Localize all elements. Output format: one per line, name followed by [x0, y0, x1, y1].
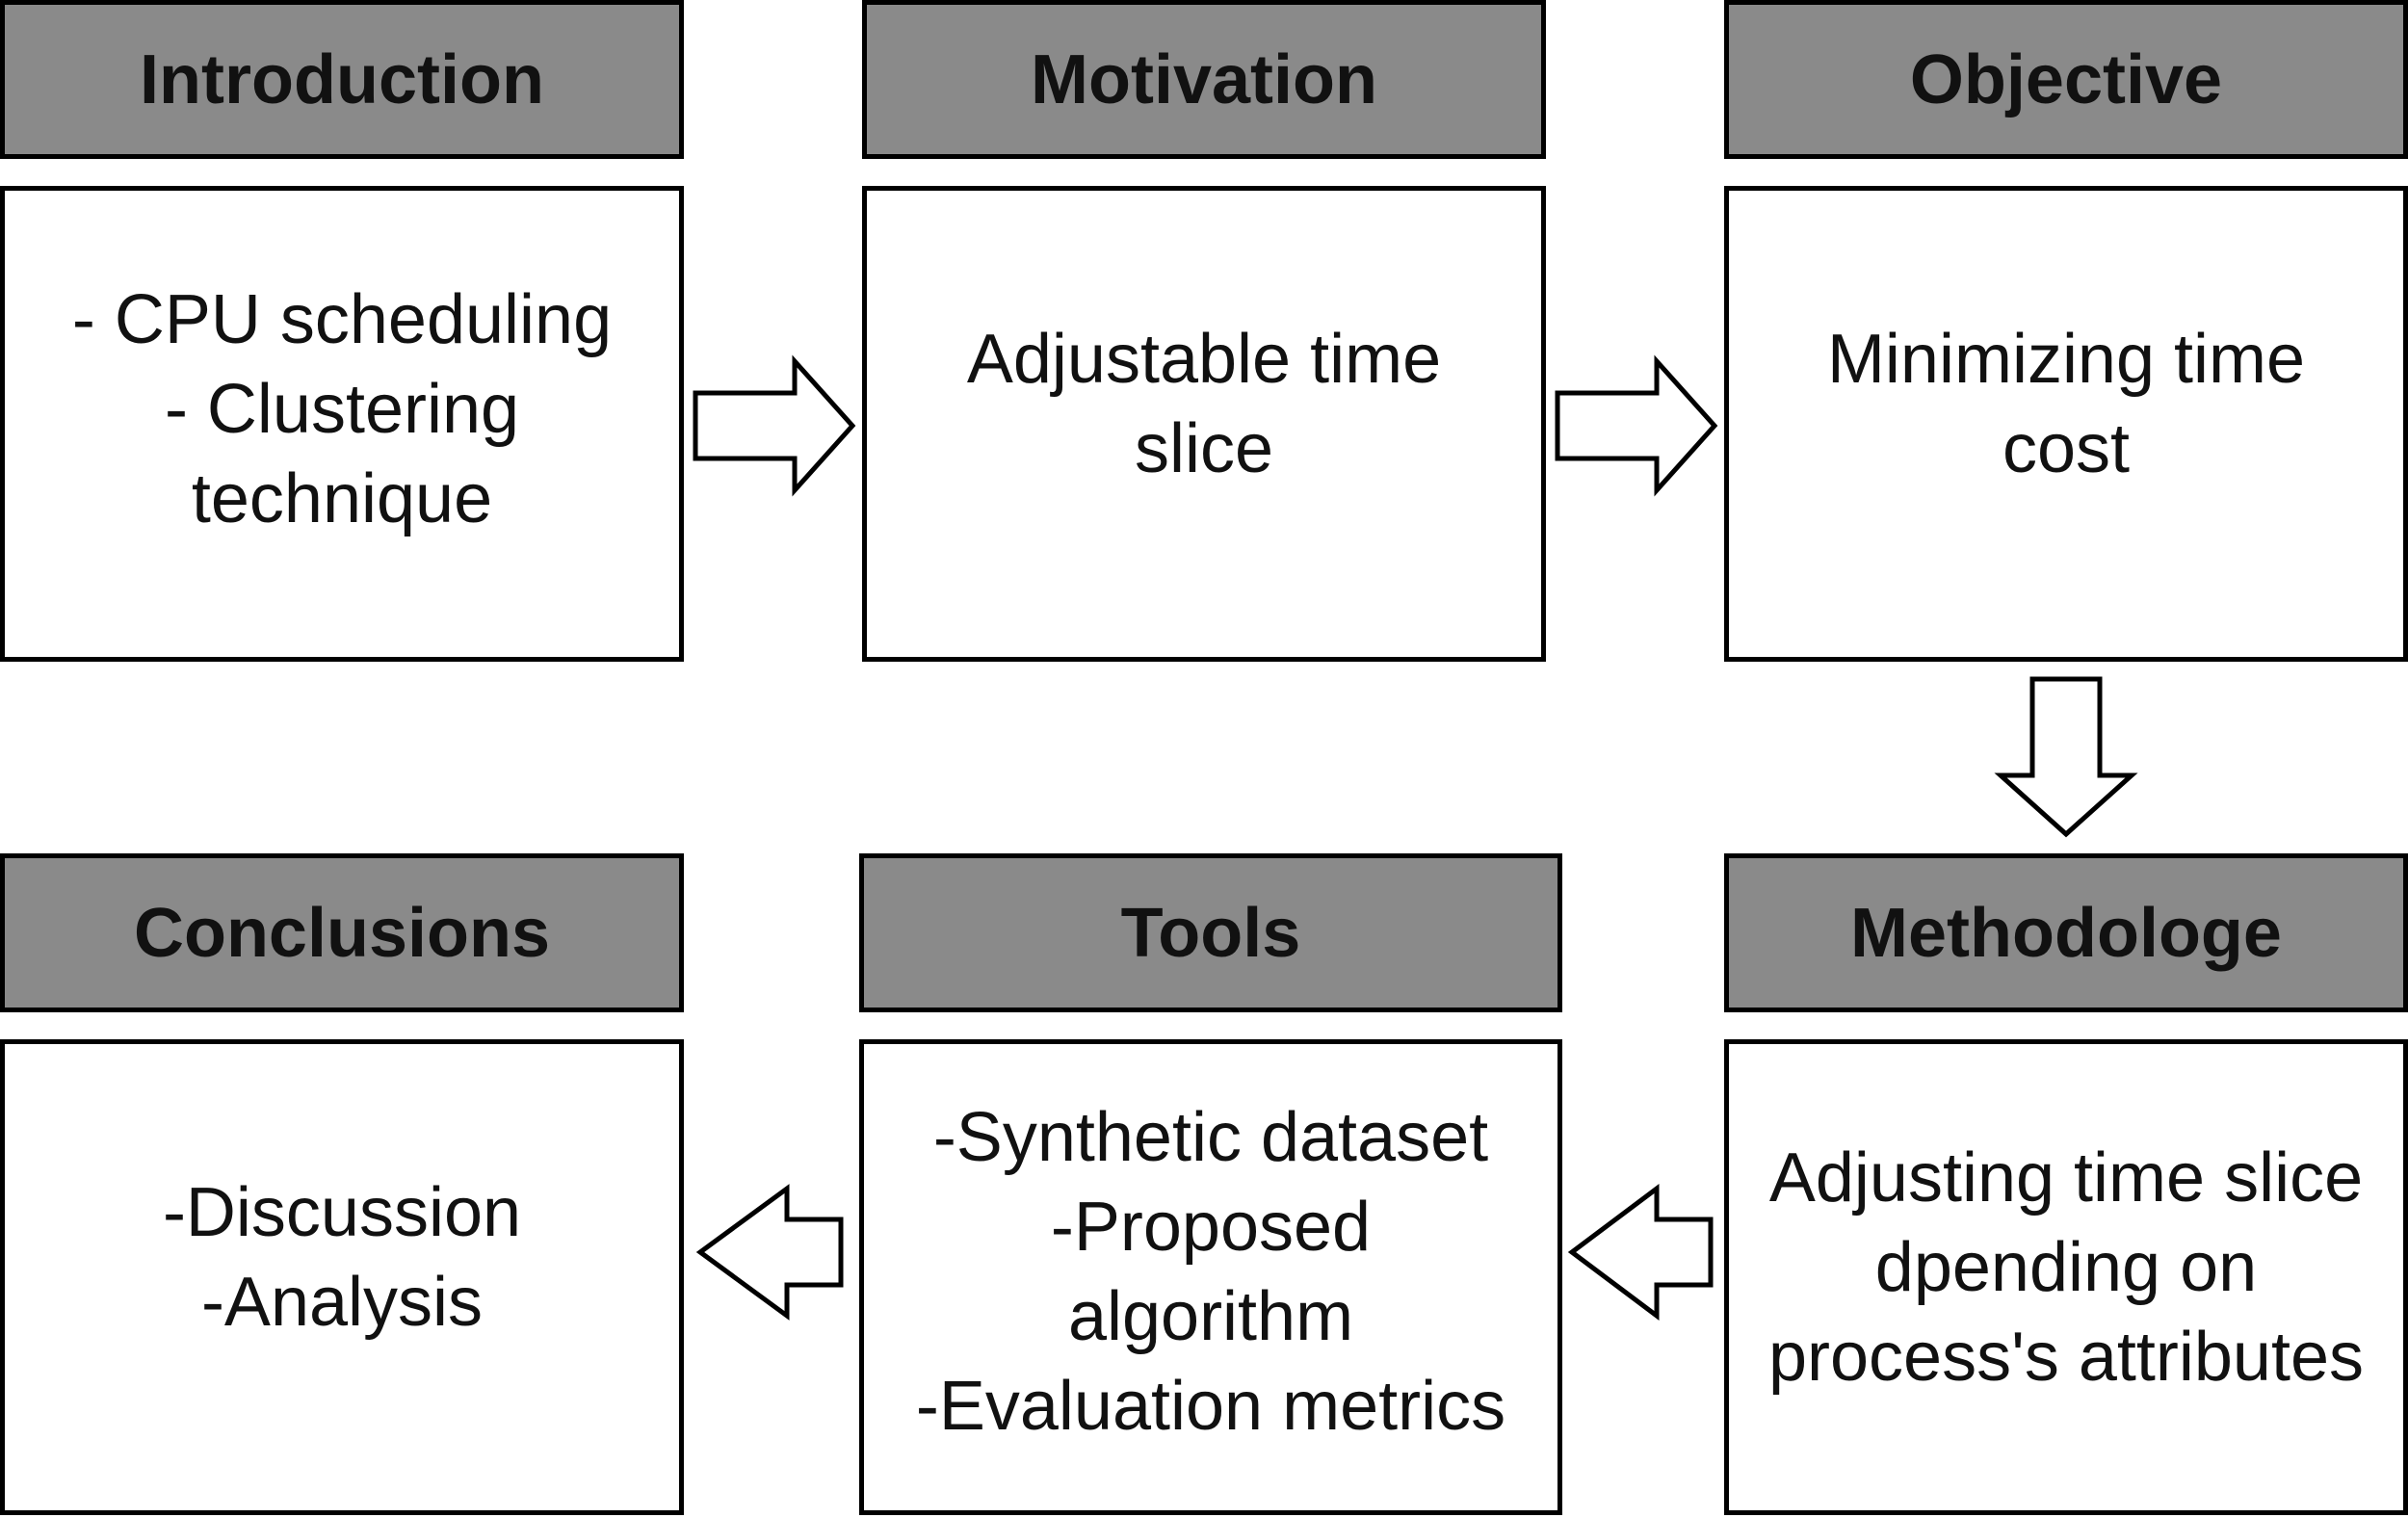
- content-line: -Synthetic dataset: [932, 1099, 1489, 1176]
- introduction-header: Introduction: [0, 0, 684, 159]
- content-line: Minimizing time: [1826, 321, 2306, 398]
- tools-block: Tools -Synthetic dataset -Proposed algor…: [859, 853, 1562, 1518]
- content-line: dpending on: [1874, 1228, 2258, 1306]
- methodologe-block: Methodologe Adjusting time slice dpendin…: [1724, 853, 2408, 1518]
- content-line: -Analysis: [200, 1264, 484, 1341]
- content-line: algorithm: [1067, 1278, 1354, 1355]
- motivation-block: Motivation Adjustable time slice: [862, 0, 1546, 665]
- arrow-left-icon: [695, 1184, 844, 1321]
- arrow-left-icon: [1567, 1184, 1714, 1321]
- methodologe-content: Adjusting time slice dpending on process…: [1724, 1039, 2408, 1515]
- objective-header: Objective: [1724, 0, 2408, 159]
- conclusions-block: Conclusions -Discussion -Analysis: [0, 853, 684, 1518]
- content-line: -Evaluation metrics: [915, 1368, 1506, 1445]
- motivation-content: Adjustable time slice: [862, 186, 1546, 662]
- arrow-right-icon: [693, 354, 856, 497]
- objective-content: Minimizing time cost: [1724, 186, 2408, 662]
- content-line: -Discussion: [162, 1174, 522, 1251]
- arrow-right-icon: [1555, 354, 1718, 497]
- content-line: - CPU scheduling: [71, 280, 613, 358]
- content-line: -Proposed: [1050, 1189, 1372, 1266]
- tools-content: -Synthetic dataset -Proposed algorithm -…: [859, 1039, 1562, 1515]
- content-line: cost: [2002, 410, 2131, 487]
- content-line: technique: [191, 459, 493, 537]
- content-line: process's attributes: [1767, 1318, 2364, 1396]
- content-line: Adjusting time slice: [1768, 1138, 2364, 1217]
- conclusions-header: Conclusions: [0, 853, 684, 1012]
- methodologe-header: Methodologe: [1724, 853, 2408, 1012]
- tools-header: Tools: [859, 853, 1562, 1012]
- objective-block: Objective Minimizing time cost: [1724, 0, 2408, 665]
- introduction-block: Introduction - CPU scheduling - Clusteri…: [0, 0, 684, 665]
- motivation-header: Motivation: [862, 0, 1546, 159]
- content-line: Adjustable time: [966, 321, 1442, 398]
- content-line: slice: [1134, 410, 1274, 487]
- introduction-content: - CPU scheduling - Clustering technique: [0, 186, 684, 662]
- content-line: - Clustering: [164, 370, 520, 448]
- arrow-down-icon: [1994, 676, 2138, 838]
- conclusions-content: -Discussion -Analysis: [0, 1039, 684, 1515]
